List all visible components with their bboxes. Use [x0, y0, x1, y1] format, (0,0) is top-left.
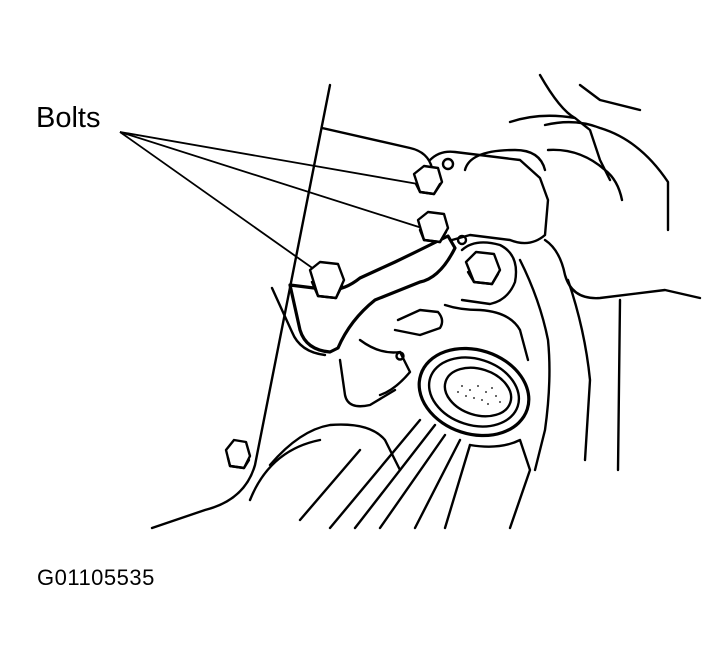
- upper-cylinder-body: [508, 114, 612, 182]
- seal-outer: [417, 346, 531, 438]
- figure-id: G01105535: [37, 565, 155, 590]
- lower-housing-edge: [468, 438, 532, 530]
- bolt-lower: [308, 260, 346, 300]
- upper-tower: [538, 73, 642, 120]
- bolt-bottom-left: [224, 438, 252, 470]
- bracket-plate: [288, 234, 457, 354]
- bolts-callout-label: Bolts: [36, 102, 101, 134]
- lower-housing-ribs: [338, 358, 397, 408]
- lower-housing-frame2: [358, 338, 412, 397]
- bolt-right: [464, 250, 502, 286]
- small-hole: [395, 351, 405, 361]
- upper-cylinder-inner: [546, 148, 624, 202]
- lower-housing-rib5: [413, 438, 472, 530]
- housing-left-edge: [150, 83, 332, 530]
- lower-housing-frame: [393, 308, 444, 337]
- seal-middle: [427, 356, 521, 428]
- leader-line-lower-bolt: [119, 131, 319, 273]
- lower-housing-rib2: [268, 423, 402, 472]
- housing-top-edge: [320, 126, 434, 170]
- leader-line-middle-bolt: [119, 131, 423, 229]
- lower-housing-rib3: [248, 438, 362, 522]
- leader-line-upper-bolt: [119, 131, 419, 185]
- flange-hole: [441, 157, 455, 171]
- seal-texture: [457, 385, 501, 405]
- upper-cylinder-rim: [543, 120, 670, 232]
- bolt-middle: [416, 210, 450, 244]
- lower-housing-rib4: [328, 418, 447, 530]
- right-cast-body-edge: [566, 278, 592, 462]
- right-bolt-boss: [460, 241, 518, 306]
- seal-inner: [443, 366, 513, 418]
- dowel-pin: [456, 234, 468, 246]
- bracket-plate-inner-edge: [270, 286, 327, 357]
- right-cast-body-edge2: [616, 298, 622, 472]
- upper-flange: [428, 150, 550, 245]
- bolt-upper: [412, 164, 444, 196]
- upper-cylinder: [463, 148, 547, 172]
- right-bolt-boss-edge: [443, 303, 530, 362]
- right-cast-body-lower: [518, 258, 551, 472]
- right-cast-body: [543, 238, 702, 300]
